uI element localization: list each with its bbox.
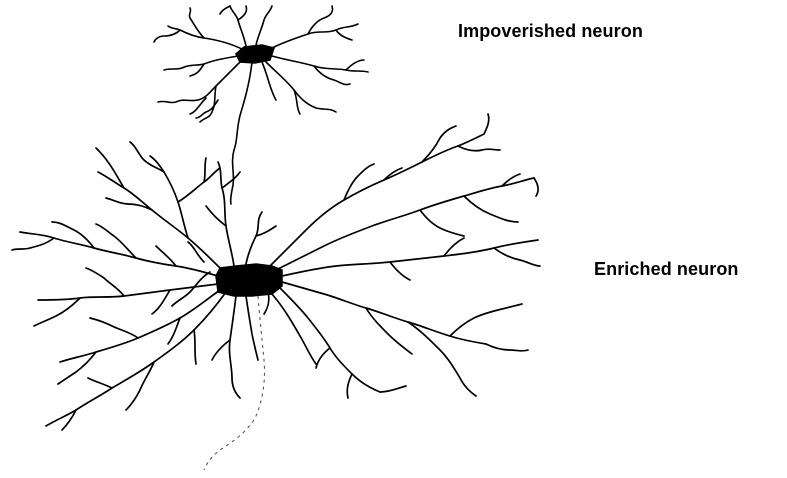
impoverished-neuron-soma bbox=[236, 45, 274, 63]
impoverished-neuron bbox=[154, 6, 368, 204]
impoverished-neuron-dendrites bbox=[154, 6, 368, 122]
impoverished-neuron-axon bbox=[231, 62, 252, 204]
impoverished-neuron-label: Impoverished neuron bbox=[458, 21, 643, 42]
enriched-neuron bbox=[12, 114, 540, 470]
enriched-neuron-axon bbox=[204, 296, 265, 470]
enriched-neuron-label: Enriched neuron bbox=[594, 259, 739, 280]
